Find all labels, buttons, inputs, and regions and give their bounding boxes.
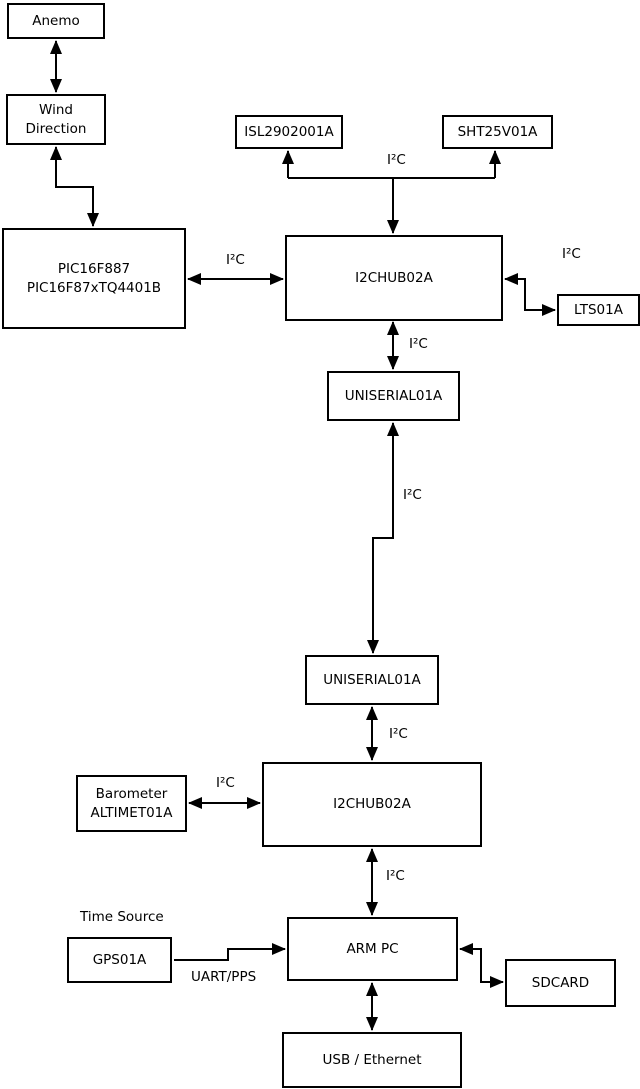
edge-label-uart-pps: UART/PPS [191,969,257,985]
node-usb-ethernet-label: USB / Ethernet [322,1051,422,1068]
node-gps-label: GPS01A [92,951,147,968]
node-barometer-line1: Barometer [95,785,168,802]
node-isl: ISL2902001A [235,115,343,149]
node-lts-label: LTS01A [574,301,623,318]
node-pic-line1: PIC16F887 [57,260,131,277]
edge-armpc-sdcard [459,943,504,988]
node-i2chub-1: I2CHUB02A [285,235,503,321]
node-arm-pc: ARM PC [287,917,458,981]
node-isl-label: ISL2902001A [244,123,334,140]
node-uniserial-2-label: UNISERIAL01A [323,671,421,688]
node-i2chub-2-label: I2CHUB02A [333,796,411,813]
edge-label-i2c-uniserial-link: I²C [403,487,422,503]
node-sdcard-label: SDCARD [531,974,590,991]
edge-label-i2c-pic-hub1: I²C [226,252,245,268]
node-usb-ethernet: USB / Ethernet [282,1032,462,1088]
node-uniserial-1: UNISERIAL01A [327,371,460,421]
edge-hub1-lts [504,273,556,316]
node-lts: LTS01A [557,294,640,326]
node-barometer-line2: ALTIMET01A [90,804,173,821]
edge-label-i2c-hub1-lts: I²C [562,246,581,262]
node-pic: PIC16F887 PIC16F87xTQ4401B [2,228,186,329]
node-sht-label: SHT25V01A [457,123,538,140]
edge-uniserial1-uniserial2 [367,422,399,654]
edge-label-i2c-uniserial2-hub2: I²C [389,726,408,742]
node-arm-pc-label: ARM PC [346,940,399,957]
edge-label-i2c-barometer-hub2: I²C [216,775,235,791]
node-anemo-label: Anemo [32,12,80,29]
edge-label-time-source: Time Source [80,909,164,925]
edge-label-i2c-hub1-uniserial1: I²C [409,336,428,352]
node-wind-direction: Wind Direction [6,94,106,145]
node-gps: GPS01A [67,937,172,983]
edge-label-i2c-hub2-armpc: I²C [386,868,405,884]
edge-gps-armpc [174,943,286,961]
node-sht: SHT25V01A [442,115,553,149]
node-anemo: Anemo [7,3,105,39]
edge-label-i2c-top-bus: I²C [387,152,406,168]
node-uniserial-1-label: UNISERIAL01A [344,387,443,404]
node-uniserial-2: UNISERIAL01A [305,655,439,705]
node-wind-direction-line2: Direction [25,120,87,137]
node-pic-line2: PIC16F87xTQ4401B [26,279,162,296]
edge-winddirection-pic [50,146,99,227]
node-i2chub-1-label: I2CHUB02A [355,269,433,286]
node-barometer: Barometer ALTIMET01A [76,775,187,832]
node-wind-direction-line1: Wind [39,101,73,118]
node-sdcard: SDCARD [505,959,616,1007]
node-i2chub-2: I2CHUB02A [262,762,482,847]
